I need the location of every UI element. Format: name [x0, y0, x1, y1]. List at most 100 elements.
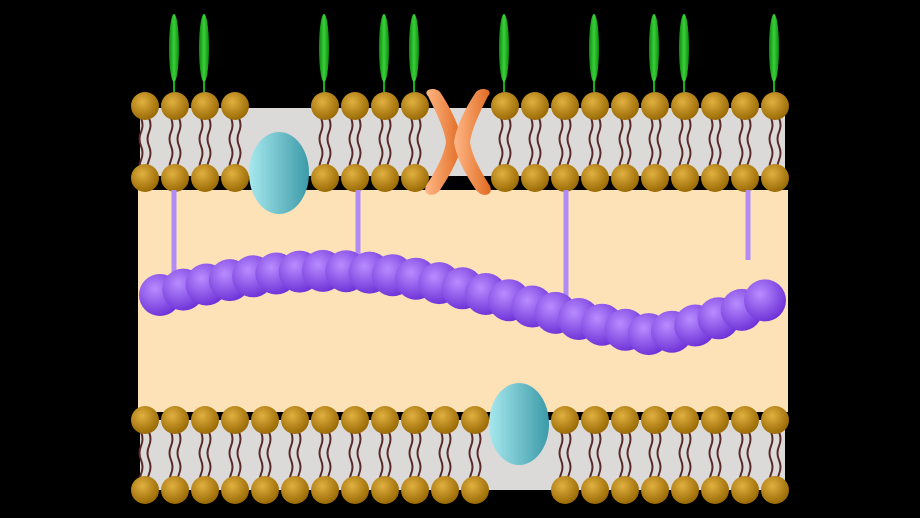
channel-protein	[425, 89, 491, 195]
top-lipid-tail	[228, 117, 234, 175]
top-lipid-head	[551, 164, 579, 192]
top-lipid-tail	[168, 117, 174, 175]
top-lipid-head	[581, 164, 609, 192]
top-lipid-tail	[198, 117, 204, 175]
top-lipid-head	[311, 92, 339, 120]
protein-fiber	[139, 249, 786, 356]
top-lipid-tail	[408, 117, 414, 175]
top-lipid-tail	[596, 117, 602, 175]
glycan-chain	[589, 14, 599, 82]
top-lipid-head	[401, 164, 429, 192]
bottom-globular-protein	[489, 383, 549, 465]
top-lipid-head	[521, 92, 549, 120]
top-lipid-tail	[356, 117, 362, 175]
top-lipid-tail	[566, 117, 572, 175]
top-lipid-tail	[326, 117, 332, 175]
top-lipid-head	[521, 164, 549, 192]
bottom-lipid-head	[551, 406, 579, 434]
glycan-chain	[199, 14, 209, 82]
bottom-lipid-head	[671, 476, 699, 504]
top-lipid-head	[341, 92, 369, 120]
glycan-chain	[769, 14, 779, 82]
bottom-lipid-head	[131, 406, 159, 434]
top-lipid-head	[131, 92, 159, 120]
top-lipid-head	[221, 92, 249, 120]
bottom-lipid-head	[611, 406, 639, 434]
bottom-lipid-head	[701, 476, 729, 504]
bottom-lipid-head	[641, 406, 669, 434]
bottom-lipid-head	[551, 476, 579, 504]
top-lipid-head	[161, 92, 189, 120]
bottom-lipid-head	[131, 476, 159, 504]
top-lipid-tail	[656, 117, 662, 175]
bottom-lipid-head	[671, 406, 699, 434]
bottom-lipid-head	[221, 406, 249, 434]
bottom-lipid-head	[461, 406, 489, 434]
top-lipid-tail	[236, 117, 242, 175]
bottom-lipid-head	[611, 476, 639, 504]
top-lipid-tail	[708, 117, 714, 175]
top-lipid-head	[641, 92, 669, 120]
bottom-lipid-head	[371, 406, 399, 434]
bottom-lipid-head	[641, 476, 669, 504]
bottom-lipid-head	[731, 476, 759, 504]
top-lipid-tail	[498, 117, 504, 175]
bottom-lipid-head	[761, 476, 789, 504]
top-lipid-head	[371, 164, 399, 192]
membrane-proteins	[249, 89, 549, 465]
bottom-lipid-head	[281, 476, 309, 504]
top-lipid-head	[221, 164, 249, 192]
top-lipid-head	[191, 92, 219, 120]
glycan-chain	[679, 14, 689, 82]
glycan-chain	[409, 14, 419, 82]
top-lipid-tail	[138, 117, 144, 175]
top-lipid-head	[701, 164, 729, 192]
top-lipid-head	[191, 164, 219, 192]
channel-protein-left-arm	[425, 89, 462, 195]
top-lipid-tail	[176, 117, 182, 175]
glycan-chain	[379, 14, 389, 82]
top-lipid-tail	[386, 117, 392, 175]
top-lipid-head	[731, 92, 759, 120]
top-lipid-head	[671, 92, 699, 120]
top-lipid-head	[371, 92, 399, 120]
top-lipid-head	[761, 92, 789, 120]
bottom-lipid-head	[371, 476, 399, 504]
glycan-chains	[169, 14, 779, 92]
top-lipid-head	[731, 164, 759, 192]
bottom-lipid-head	[251, 476, 279, 504]
bottom-lipid-head	[731, 406, 759, 434]
top-lipid-head	[671, 164, 699, 192]
bottom-lipid-head	[191, 406, 219, 434]
top-lipid-tail	[648, 117, 654, 175]
bottom-lipid-head	[401, 476, 429, 504]
top-lipid-head	[401, 92, 429, 120]
top-lipid-head	[641, 164, 669, 192]
top-lipid-head	[491, 92, 519, 120]
bottom-lipid-head	[311, 406, 339, 434]
bottom-lipid-head	[251, 406, 279, 434]
top-lipid-tail	[536, 117, 542, 175]
bottom-lipid-head	[461, 476, 489, 504]
top-lipid-tail	[348, 117, 354, 175]
top-lipid-tail	[506, 117, 512, 175]
glycan-chain	[649, 14, 659, 82]
top-lipid-head	[551, 92, 579, 120]
top-lipid-head	[131, 164, 159, 192]
top-lipid-head	[311, 164, 339, 192]
bottom-lipid-head	[311, 476, 339, 504]
bottom-lipid-head	[701, 406, 729, 434]
bottom-lipid-head	[431, 476, 459, 504]
channel-protein-right-arm	[454, 89, 491, 195]
bottom-lipid-head	[341, 476, 369, 504]
glycan-chain	[169, 14, 179, 82]
top-lipid-tail	[588, 117, 594, 175]
top-lipid-tail	[716, 117, 722, 175]
top-lipid-head	[611, 164, 639, 192]
bottom-lipid-head	[761, 406, 789, 434]
top-lipid-tail	[768, 117, 774, 175]
top-lipid-head	[491, 164, 519, 192]
bottom-lipid-head	[221, 476, 249, 504]
top-lipid-tail	[528, 117, 534, 175]
